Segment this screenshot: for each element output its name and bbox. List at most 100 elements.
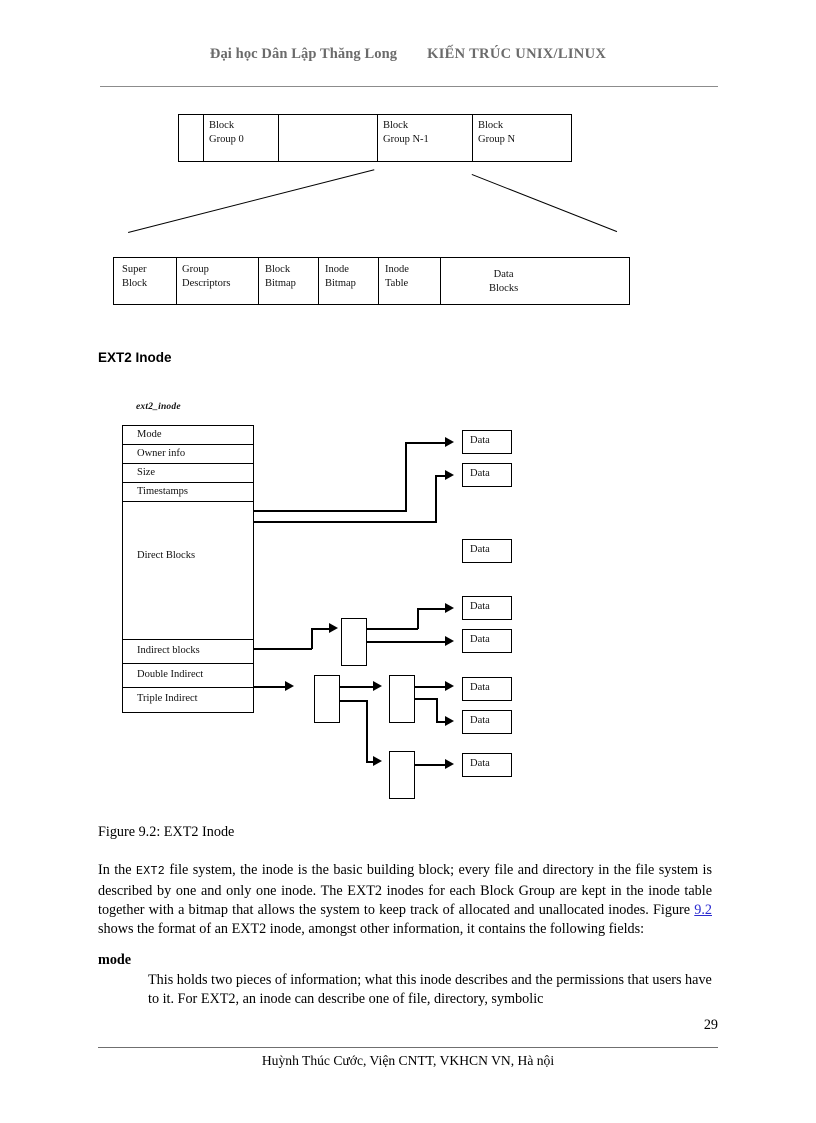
double-indirect-out-2-vertical xyxy=(366,700,368,762)
footer-divider xyxy=(98,1047,718,1048)
data-blocks-label: Data Blocks xyxy=(489,269,519,294)
indirect-link-horizontal-b xyxy=(311,628,329,630)
di-child1-out-2-horizontal-b xyxy=(436,721,445,723)
block-group-strip xyxy=(178,114,572,162)
figure-caption: Figure 9.2: EXT2 Inode xyxy=(98,824,235,840)
double-indirect-link-horizontal xyxy=(254,686,285,688)
indirect-out-2-arrow xyxy=(445,636,454,646)
di-child2-out-arrow xyxy=(445,759,454,769)
inode-row-timestamps-label: Timestamps xyxy=(137,486,188,497)
data-block-6: Data xyxy=(462,677,512,701)
block-group-divider-4 xyxy=(472,114,473,162)
indirect-out-1-horizontal-b xyxy=(417,608,445,610)
fanout-line-left xyxy=(128,169,375,234)
detail-divider-1 xyxy=(176,257,177,305)
page-header: Đại học Dân Lập Thăng Long KIẾN TRÚC UNIX… xyxy=(0,46,816,63)
double-indirect-pointer-block xyxy=(314,675,340,723)
double-indirect-out-2-horizontal-b xyxy=(366,761,373,763)
super-block-label: Super Block xyxy=(122,264,148,289)
detail-divider-4 xyxy=(378,257,379,305)
header-institution: Đại học Dân Lập Thăng Long xyxy=(209,46,398,62)
double-indirect-out-2-arrow xyxy=(373,756,382,766)
ext2-mono-term: EXT2 xyxy=(135,865,165,879)
data-block-4-label: Data xyxy=(470,601,490,612)
figure-cross-reference-link[interactable]: 9.2 xyxy=(694,902,712,918)
para-text-b: file system, the inode is the basic buil… xyxy=(98,862,712,918)
data-block-3-label: Data xyxy=(470,544,490,555)
data-block-8-label: Data xyxy=(470,758,490,769)
footer-attribution: Huỳnh Thúc Cước, Viện CNTT, VKHCN VN, Hà… xyxy=(261,1053,555,1068)
data-block-1-label: Data xyxy=(470,435,490,446)
indirect-out-2-horizontal xyxy=(367,641,445,643)
para-text-a: In the xyxy=(98,862,136,879)
double-indirect-child-block-2 xyxy=(389,751,415,799)
block-group-divider-3 xyxy=(377,114,378,162)
block-group-divider-2 xyxy=(278,114,279,162)
inode-row-owner-info-label: Owner info xyxy=(137,448,186,459)
data-block-8: Data xyxy=(462,753,512,777)
data-block-3: Data xyxy=(462,539,512,563)
double-indirect-child-block-1 xyxy=(389,675,415,723)
inode-field-table: Mode Owner info Size Timestamps Direct B… xyxy=(122,425,254,713)
indirect-link-arrow xyxy=(329,623,338,633)
direct-link-1-horizontal-b xyxy=(405,442,445,444)
indirect-pointer-block xyxy=(341,618,367,666)
data-block-5-label: Data xyxy=(470,634,490,645)
detail-divider-3 xyxy=(318,257,319,305)
indirect-link-vertical xyxy=(311,628,313,649)
inode-row-size-label: Size xyxy=(137,467,156,478)
indirect-link-horizontal-a xyxy=(254,648,312,650)
field-term-mode: mode xyxy=(98,952,132,968)
block-bitmap-label: Block Bitmap xyxy=(265,264,296,289)
inode-row-direct-blocks-label: Direct Blocks xyxy=(137,550,196,561)
indirect-out-1-vertical xyxy=(417,608,419,629)
inode-row-timestamps: Timestamps xyxy=(123,483,253,502)
double-indirect-out-1-horizontal xyxy=(340,686,373,688)
data-block-2: Data xyxy=(462,463,512,487)
direct-link-1-horizontal-a xyxy=(254,510,406,512)
direct-link-2-arrow xyxy=(445,470,454,480)
di-child1-out-2-horizontal-a xyxy=(415,698,437,700)
block-group-n-label: Block Group N xyxy=(478,120,516,145)
data-block-7: Data xyxy=(462,710,512,734)
fanout-line-right xyxy=(471,174,618,233)
data-block-1: Data xyxy=(462,430,512,454)
data-block-6-label: Data xyxy=(470,682,490,693)
inode-row-direct-blocks: Direct Blocks xyxy=(123,502,253,640)
inode-row-owner-info: Owner info xyxy=(123,445,253,464)
direct-link-1-vertical xyxy=(405,442,407,512)
page-number: 29 xyxy=(703,1017,718,1033)
header-divider xyxy=(100,86,718,87)
di-child2-out-horizontal xyxy=(415,764,445,766)
section-heading: EXT2 Inode xyxy=(98,350,172,365)
di-child1-out-2-arrow xyxy=(445,716,454,726)
data-block-2-label: Data xyxy=(470,468,490,479)
direct-link-1-arrow xyxy=(445,437,454,447)
inode-table-label: Inode Table xyxy=(385,264,409,289)
para-text-c: shows the format of an EXT2 inode, among… xyxy=(98,921,645,938)
inode-row-size: Size xyxy=(123,464,253,483)
group-descriptors-label: Group Descriptors xyxy=(182,264,231,289)
inode-row-triple-indirect: Triple Indirect xyxy=(123,688,253,714)
inode-row-mode-label: Mode xyxy=(137,429,162,440)
direct-link-2-horizontal-b xyxy=(435,475,445,477)
inode-row-double-indirect-label: Double Indirect xyxy=(137,669,204,680)
direct-link-2-horizontal-a xyxy=(254,521,436,523)
block-group-0-label: Block Group 0 xyxy=(209,120,244,145)
double-indirect-out-2-horizontal-a xyxy=(340,700,367,702)
inode-row-triple-indirect-label: Triple Indirect xyxy=(137,693,198,704)
inode-bitmap-label: Inode Bitmap xyxy=(325,264,356,289)
double-indirect-out-1-arrow xyxy=(373,681,382,691)
block-group-divider-1 xyxy=(203,114,204,162)
block-group-n-1-label: Block Group N-1 xyxy=(383,120,429,145)
di-child1-out-1-arrow xyxy=(445,681,454,691)
di-child1-out-1-horizontal xyxy=(415,686,445,688)
block-group-detail-strip xyxy=(113,257,630,305)
double-indirect-link-arrow xyxy=(285,681,294,691)
inode-row-mode: Mode xyxy=(123,426,253,445)
inode-struct-caption: ext2_inode xyxy=(136,402,181,412)
detail-divider-5 xyxy=(440,257,441,305)
field-definition-mode: This holds two pieces of information; wh… xyxy=(148,972,712,1008)
header-course-title: KIẾN TRÚC UNIX/LINUX xyxy=(427,46,607,62)
data-block-7-label: Data xyxy=(470,715,490,726)
